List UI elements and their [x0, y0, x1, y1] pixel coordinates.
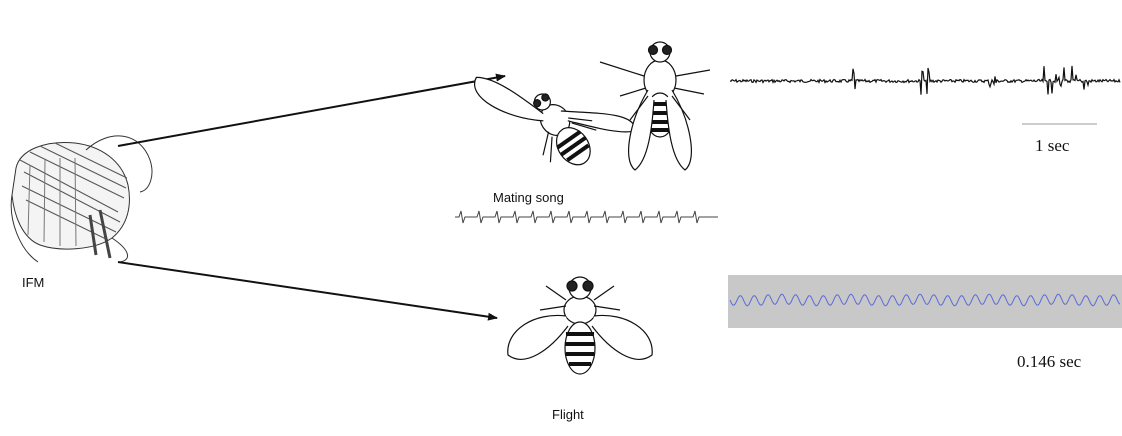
courting-flies-drawing — [470, 19, 710, 193]
song-oscillogram — [730, 66, 1120, 95]
ifm-label: IFM — [22, 275, 44, 290]
flight-scale-label: 0.146 sec — [1017, 352, 1081, 372]
flying-fly-drawing — [508, 277, 652, 374]
arrow-to-flight — [118, 262, 497, 318]
arrow-to-mating-song — [118, 76, 505, 146]
ifm-thorax-drawing — [11, 136, 152, 262]
mating-song-pulse-trace — [455, 211, 718, 223]
song-scale-label: 1 sec — [1035, 136, 1069, 156]
flight-label: Flight — [552, 407, 584, 422]
mating-song-label: Mating song — [493, 190, 564, 205]
